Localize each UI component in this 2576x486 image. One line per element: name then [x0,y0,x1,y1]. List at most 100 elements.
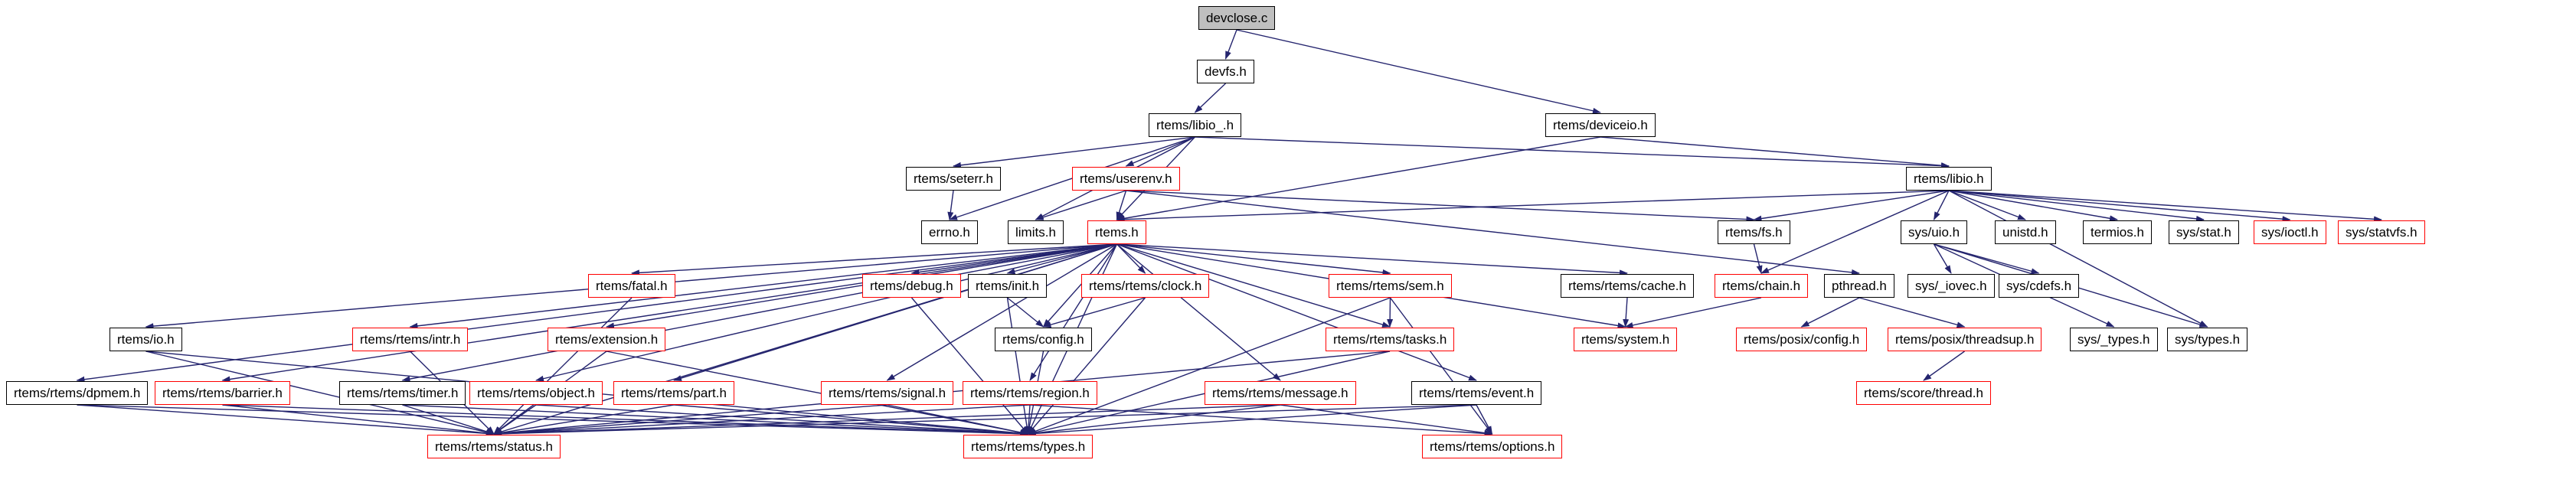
graph-node-message_h[interactable]: rtems/rtems/message.h [1205,381,1356,405]
graph-edge-devclose_c-to-devfs_h [1224,29,1237,60]
graph-node-threadsup_h[interactable]: rtems/posix/threadsup.h [1888,328,2042,351]
graph-node-clock_h[interactable]: rtems/rtems/clock.h [1081,274,1210,298]
graph-node-libio_h[interactable]: rtems/libio.h [1906,167,1992,191]
graph-node-rtems_h[interactable]: rtems.h [1087,220,1146,244]
graph-edge-chain_h-to-system_h [1624,297,1762,328]
graph-edge-libio_h-to-sys_types_h [1948,190,2208,328]
graph-node-init_h[interactable]: rtems/init.h [968,274,1048,298]
graph-node-object_h[interactable]: rtems/rtems/object.h [469,381,603,405]
graph-node-timer_h[interactable]: rtems/rtems/timer.h [339,381,466,405]
graph-edge-barrier_h-to-status_h [222,404,495,436]
graph-edge-event_h-to-types_h [1027,404,1477,437]
graph-edge-event_h-to-options_h [1476,404,1493,435]
graph-node-sys_cdefs_h[interactable]: sys/cdefs.h [1999,274,2080,298]
graph-edge-object_h-to-types_h [535,404,1029,437]
graph-node-fs_h[interactable]: rtems/fs.h [1718,220,1790,244]
graph-node-event_h[interactable]: rtems/rtems/event.h [1411,381,1542,405]
graph-edge-message_h-to-types_h [1027,404,1281,436]
graph-edge-pthread_h-to-posix_config_h [1800,297,1860,328]
graph-node-sys_ioctl_h[interactable]: sys/ioctl.h [2254,220,2326,244]
graph-node-options_h[interactable]: rtems/rtems/options.h [1422,435,1563,458]
graph-edge-userenv_h-to-pthread_h [1126,190,1860,276]
graph-node-region_h[interactable]: rtems/rtems/region.h [963,381,1097,405]
graph-edge-rtems_h-to-object_h [535,243,1117,382]
graph-node-errno_h[interactable]: errno.h [921,220,978,244]
graph-edge-sem_h-to-options_h [1389,297,1493,435]
graph-node-system_h[interactable]: rtems/system.h [1574,328,1678,351]
graph-node-sys_statvfs_h[interactable]: sys/statvfs.h [2338,220,2425,244]
graph-node-libio__h[interactable]: rtems/libio_.h [1149,113,1242,137]
graph-edge-rtems_h-to-dpmem_h [76,243,1117,383]
graph-node-userenv_h[interactable]: rtems/userenv.h [1072,167,1180,191]
graph-edge-threadsup_h-to-score_thread_h [1923,351,1965,381]
graph-edge-region_h-to-options_h [1029,404,1493,437]
graph-edge-extension_h-to-types_h [606,351,1029,436]
graph-edge-part_h-to-types_h [673,404,1029,437]
graph-node-cache_h[interactable]: rtems/rtems/cache.h [1561,274,1694,298]
graph-edge-seterr_h-to-errno_h [947,190,954,220]
graph-edge-libio_h-to-sys_uio_h [1933,190,1950,220]
graph-node-io_h[interactable]: rtems/io.h [110,328,182,351]
graph-edge-clock_h-to-types_h [1027,297,1146,435]
graph-node-tasks_h[interactable]: rtems/rtems/tasks.h [1326,328,1455,351]
graph-node-types_h[interactable]: rtems/rtems/types.h [963,435,1093,458]
graph-node-sys__types_h[interactable]: sys/_types.h [2070,328,2158,351]
graph-node-unistd_h[interactable]: unistd.h [1995,220,2056,244]
graph-node-limits_h[interactable]: limits.h [1008,220,1064,244]
graph-node-part_h[interactable]: rtems/rtems/part.h [613,381,734,405]
graph-node-intr_h[interactable]: rtems/rtems/intr.h [352,328,469,351]
graph-node-devfs_h[interactable]: devfs.h [1197,60,1254,83]
graph-node-status_h[interactable]: rtems/rtems/status.h [427,435,561,458]
graph-edge-libio__h-to-userenv_h [1125,136,1195,167]
graph-node-seterr_h[interactable]: rtems/seterr.h [906,167,1001,191]
graph-node-deviceio_h[interactable]: rtems/deviceio.h [1545,113,1656,137]
graph-edge-userenv_h-to-fs_h [1126,190,1755,223]
graph-edge-rtems_h-to-fatal_h [631,243,1117,276]
graph-node-fatal_h[interactable]: rtems/fatal.h [588,274,675,298]
graph-edge-rtems_h-to-timer_h [401,243,1117,383]
graph-node-termios_h[interactable]: termios.h [2083,220,2152,244]
graph-edge-libio_h-to-sys_ioctl_h [1948,190,2291,223]
graph-edge-libio__h-to-libio_h [1195,136,1950,169]
graph-node-sys_stat_h[interactable]: sys/stat.h [2169,220,2239,244]
graph-node-chain_h[interactable]: rtems/chain.h [1715,274,1809,298]
graph-edge-libio__h-to-seterr_h [953,136,1195,168]
graph-edge-rtems_h-to-tasks_h [1116,243,1391,328]
graph-node-extension_h[interactable]: rtems/extension.h [548,328,666,351]
graph-node-signal_h[interactable]: rtems/rtems/signal.h [821,381,954,405]
graph-edge-fs_h-to-chain_h [1753,243,1763,274]
graph-edge-rtems_h-to-cache_h [1116,243,1628,276]
graph-edge-libio_h-to-termios_h [1948,190,2118,222]
graph-edge-io_h-to-status_h [145,351,495,435]
graph-edge-debug_h-to-types_h [910,297,1029,435]
graph-edge-libio_h-to-sys_statvfs_h [1948,190,2382,223]
graph-node-sem_h[interactable]: rtems/rtems/sem.h [1329,274,1452,298]
graph-node-sys_uio_h[interactable]: sys/uio.h [1901,220,1968,244]
graph-node-barrier_h[interactable]: rtems/rtems/barrier.h [155,381,290,405]
graph-edge-libio_h-to-fs_h [1753,190,1950,222]
graph-node-config_h[interactable]: rtems/config.h [995,328,1092,351]
graph-node-pthread_h[interactable]: pthread.h [1824,274,1894,298]
graph-node-posix_config_h[interactable]: rtems/posix/config.h [1736,328,1868,351]
graph-edge-deviceio_h-to-libio_h [1600,136,1950,169]
graph-edge-barrier_h-to-types_h [222,404,1029,437]
graph-node-sys_iovec_h[interactable]: sys/_iovec.h [1907,274,1995,298]
graph-node-sys_types_h[interactable]: sys/types.h [2167,328,2248,351]
graph-node-devclose_c[interactable]: devclose.c [1198,6,1276,30]
graph-edge-fatal_h-to-status_h [493,297,633,435]
graph-node-debug_h[interactable]: rtems/debug.h [862,274,961,298]
graph-node-score_thread_h[interactable]: rtems/score/thread.h [1856,381,1991,405]
graph-edge-sem_h-to-tasks_h [1387,297,1394,328]
graph-edge-event_h-to-status_h [493,404,1477,437]
graph-node-dpmem_h[interactable]: rtems/rtems/dpmem.h [6,381,149,405]
graph-edge-userenv_h-to-rtems_h [1116,190,1127,220]
graph-edge-rtems_h-to-extension_h [606,243,1117,329]
graph-edge-signal_h-to-status_h [493,404,888,437]
graph-edge-deviceio_h-to-rtems_h [1116,136,1601,222]
graph-edge-region_h-to-status_h [493,404,1031,437]
graph-edge-rtems_h-to-region_h [1029,243,1118,381]
graph-edge-init_h-to-types_h [1006,297,1030,435]
graph-edge-timer_h-to-status_h [402,404,495,435]
